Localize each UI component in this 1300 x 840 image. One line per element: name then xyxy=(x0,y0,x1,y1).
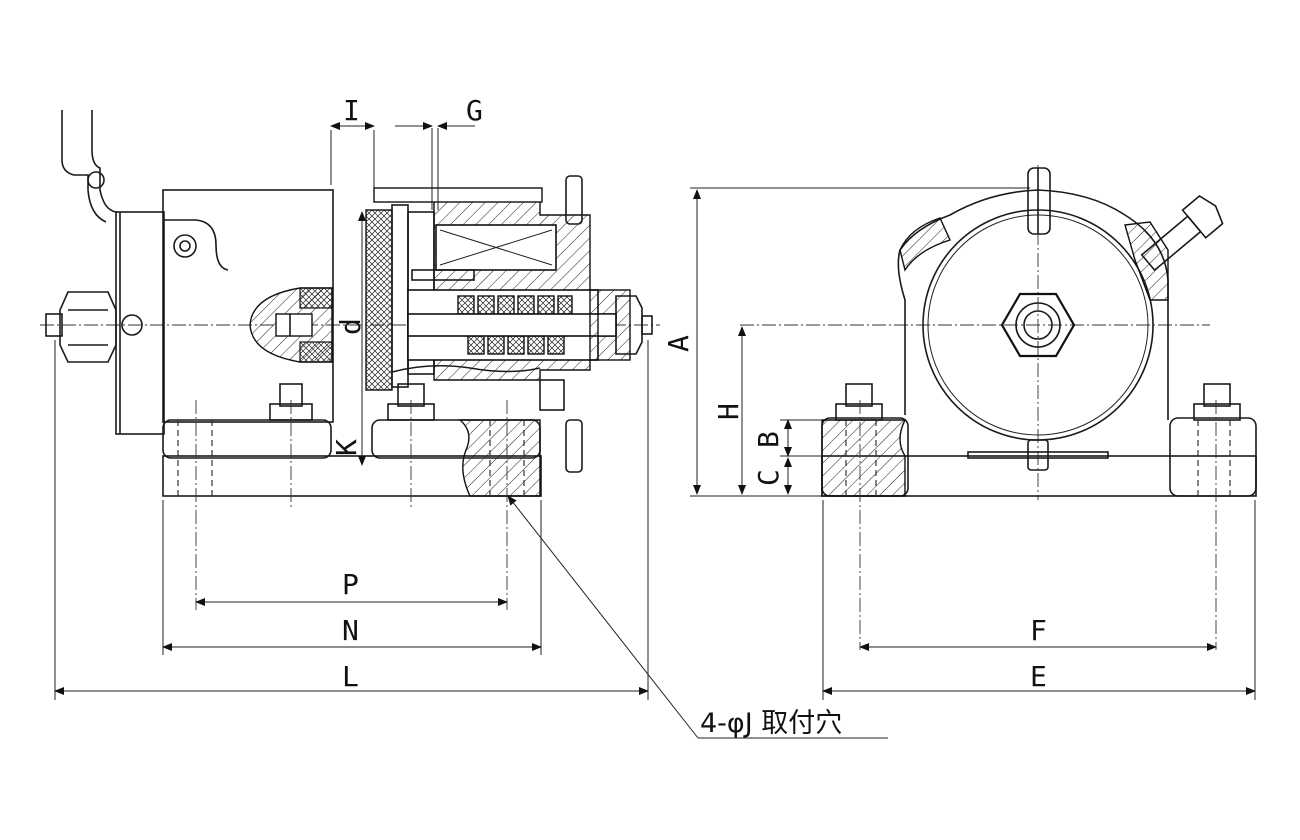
label-E: E xyxy=(1030,660,1047,693)
top-pin-end xyxy=(1027,167,1051,235)
foot-right xyxy=(1169,417,1257,497)
left-pin-hole xyxy=(121,314,143,336)
end-bolt-right xyxy=(1193,383,1241,421)
lever-pivot xyxy=(87,171,105,189)
bottom-pin xyxy=(565,419,583,473)
brake-housing xyxy=(162,189,334,423)
base-foot-left xyxy=(162,419,332,459)
end-bolt-left xyxy=(835,383,883,421)
label-H: H xyxy=(712,403,745,420)
shaft xyxy=(407,313,617,337)
label-K: K xyxy=(330,439,363,456)
label-C: C xyxy=(752,469,785,486)
label-A: A xyxy=(662,335,695,352)
top-pin xyxy=(565,175,583,225)
armature-plate xyxy=(391,204,409,388)
label-I: I xyxy=(343,94,360,127)
end-view xyxy=(740,165,1257,650)
end-cover xyxy=(115,211,165,435)
dimension-labels: I G d K A H B C P N L F E 4-φJ 取付穴 xyxy=(330,94,1047,739)
side-view xyxy=(40,110,660,610)
lever-bracket xyxy=(163,219,229,271)
base-plate xyxy=(162,455,542,497)
label-L: L xyxy=(342,660,359,693)
base-section xyxy=(458,419,541,497)
label-P: P xyxy=(342,568,359,601)
label-d: d xyxy=(334,318,367,335)
hole-leader xyxy=(507,495,699,739)
springs xyxy=(457,295,573,355)
label-F: F xyxy=(1030,614,1047,647)
hex-nut xyxy=(1000,292,1076,358)
lever-wire xyxy=(61,110,107,223)
label-G: G xyxy=(466,94,483,127)
left-shaft-end xyxy=(45,313,63,337)
label-N: N xyxy=(342,614,359,647)
guide-pin xyxy=(411,269,475,281)
left-nut xyxy=(59,291,117,363)
mounting-hole-note: 4-φJ 取付穴 xyxy=(700,708,842,739)
friction-disc xyxy=(365,209,393,391)
break-line xyxy=(391,364,541,373)
right-nut xyxy=(615,295,643,355)
dimensions xyxy=(54,122,1256,739)
label-B: B xyxy=(752,431,785,448)
lever-wire-2 xyxy=(91,110,117,213)
